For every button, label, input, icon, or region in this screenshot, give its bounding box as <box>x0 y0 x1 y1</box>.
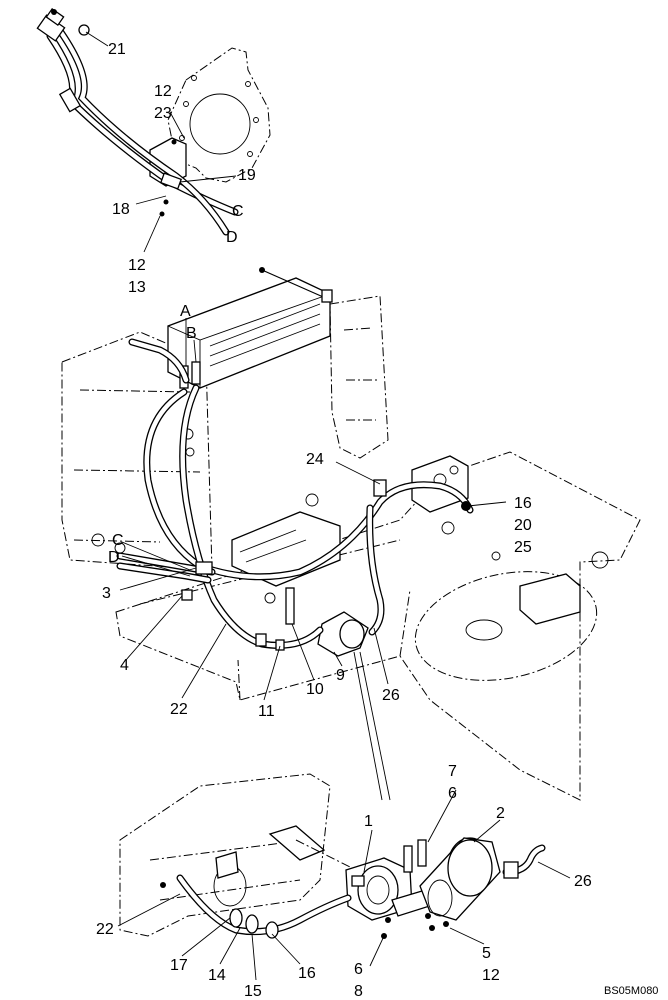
callout-a: A <box>180 303 191 320</box>
clamp-16 <box>265 921 279 939</box>
callout-6: 6 <box>448 785 457 802</box>
callout-14: 14 <box>208 967 226 984</box>
drawing-code: BS05M080 <box>604 985 658 997</box>
callout-d: D <box>108 549 120 566</box>
inlet-hose-22 <box>176 874 352 936</box>
port-b <box>191 361 201 385</box>
callout-22: 22 <box>170 701 188 718</box>
callout-22: 22 <box>96 921 114 938</box>
floor-access-oval <box>414 571 598 681</box>
callout-c: C <box>232 203 244 220</box>
callout-23: 23 <box>154 105 172 122</box>
callout-26: 26 <box>574 873 592 890</box>
plug-21 <box>78 24 90 36</box>
clamp-3 <box>195 561 213 575</box>
callout-labels: 21 12 23 19 18 C D 12 13 A B 24 16 20 25… <box>96 41 658 1000</box>
tee-fitting-24 <box>373 479 387 497</box>
callout-16: 16 <box>298 965 316 982</box>
mounting-pad <box>268 825 326 861</box>
callout-2: 2 <box>496 805 505 822</box>
hose-fitting-10 <box>285 587 295 625</box>
callout-12: 12 <box>482 967 500 984</box>
left-frame-outline <box>61 331 213 571</box>
callout-3: 3 <box>102 585 111 602</box>
callout-d: D <box>226 229 238 246</box>
main-frame-assembly <box>61 267 641 801</box>
top-detail-assembly <box>36 7 271 253</box>
rear-bulkhead-outline <box>329 295 389 459</box>
callout-1: 1 <box>364 813 373 830</box>
callout-26: 26 <box>382 687 400 704</box>
callout-8: 8 <box>354 983 363 1000</box>
callout-21: 21 <box>108 41 126 58</box>
callout-6: 6 <box>354 961 363 978</box>
callout-4: 4 <box>120 657 129 674</box>
callout-20: 20 <box>514 517 532 534</box>
callout-b: B <box>186 325 197 342</box>
callout-10: 10 <box>306 681 324 698</box>
callout-9: 9 <box>336 667 345 684</box>
bottom-filter-detail <box>117 773 571 981</box>
callout-25: 25 <box>514 539 532 556</box>
callout-24: 24 <box>306 451 324 468</box>
callout-12: 12 <box>154 83 172 100</box>
bolt-7 <box>403 845 413 873</box>
callout-7: 7 <box>448 763 457 780</box>
fitting-14 <box>229 908 243 928</box>
clamp-19 <box>159 172 183 190</box>
callout-c: C <box>112 532 124 549</box>
plate-bore <box>189 93 251 155</box>
oil-cooler <box>167 277 331 389</box>
callout-5: 5 <box>482 945 491 962</box>
callout-19: 19 <box>238 167 256 184</box>
callout-13: 13 <box>128 279 146 296</box>
callout-17: 17 <box>170 957 188 974</box>
callout-18: 18 <box>112 201 130 218</box>
callout-12: 12 <box>128 257 146 274</box>
mounting-plate-outline <box>167 47 271 183</box>
callout-16: 16 <box>514 495 532 512</box>
callout-15: 15 <box>244 983 262 1000</box>
callout-11: 11 <box>258 703 275 720</box>
floor-bracket <box>519 573 581 625</box>
fitting-15 <box>245 914 259 934</box>
